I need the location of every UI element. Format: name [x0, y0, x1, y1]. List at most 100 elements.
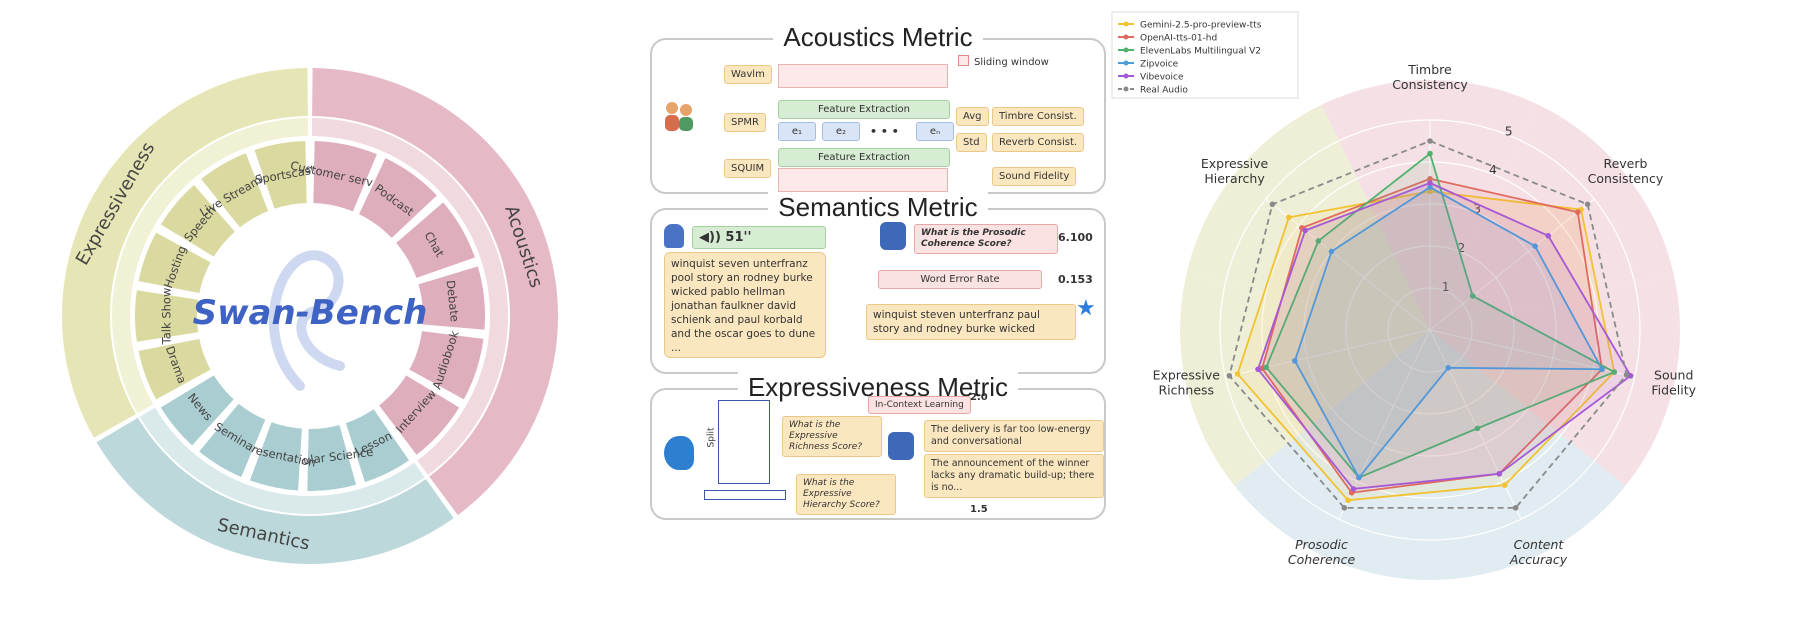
wheel-item-segment	[252, 139, 309, 212]
audio-duration: ◀)) 51''	[692, 226, 826, 249]
wheel-item-segment	[136, 336, 214, 403]
radar-sector-bg	[1430, 274, 1680, 486]
wheel-item-segment	[158, 182, 238, 260]
wheel-item-label: Debate	[444, 279, 462, 322]
wheel-inner-band	[139, 407, 425, 514]
output-timbre: Timbre Consist.	[992, 107, 1084, 126]
hierarchy-question: What is the Expressive Hierarchy Score?	[796, 474, 896, 515]
wheel-item-segment	[196, 400, 268, 480]
radar-series-polygon	[1261, 177, 1603, 494]
radar-series-point	[1545, 232, 1552, 239]
prosodic-question: What is the Prosodic Coherence Score?	[914, 224, 1058, 254]
robot-judge-icon	[880, 222, 906, 250]
acoustics-input-0: Wavlm	[724, 65, 772, 84]
radar-series-point	[1315, 238, 1322, 244]
radar-series-point	[1427, 188, 1433, 195]
expressiveness-metric-box: Expressiveness Metric Split In-Context L…	[650, 372, 1106, 520]
wer-label: Word Error Rate	[878, 270, 1042, 289]
legend-entry: Zipvoice	[1140, 60, 1179, 70]
op-std: Std	[956, 133, 987, 152]
output-sound-fidelity: Sound Fidelity	[992, 167, 1077, 186]
wheel-item-segment	[305, 422, 359, 493]
radar-series-point	[1292, 358, 1298, 364]
robot-judge-icon-2	[888, 432, 914, 460]
wheel-group-ring	[62, 68, 308, 438]
score-top: 2.0	[970, 392, 988, 403]
radar-tick-label: 5	[1505, 124, 1513, 138]
wheel-item-segment	[158, 372, 237, 449]
score-bottom: 1.5	[970, 504, 988, 515]
sliding-window-legend: Sliding window	[952, 52, 1055, 71]
waveform-bottom	[778, 168, 948, 192]
legend-frame	[1111, 11, 1299, 99]
wheel-item-segment	[356, 155, 440, 241]
legend-entry: Real Audio	[1140, 86, 1188, 96]
wheel-group-ring	[96, 417, 454, 564]
radar-series-polygon	[1236, 190, 1616, 502]
radar-series-point	[1445, 365, 1452, 371]
feature-extraction-2: Feature Extraction	[778, 148, 950, 167]
radar-series-point	[1328, 248, 1335, 255]
wheel-title: Swan-Bench	[193, 293, 428, 333]
feature-extraction-1: Feature Extraction	[778, 100, 950, 119]
wheel-item-segment	[247, 419, 305, 493]
radar-sector-bg	[1234, 330, 1430, 580]
waveform-top	[778, 64, 948, 88]
wheel-item-label: Talk Show	[160, 288, 174, 346]
wheel-item-segment	[311, 139, 380, 215]
acoustics-input-2: SQUIM	[724, 159, 772, 178]
radar-tick-label: 4	[1489, 163, 1497, 177]
radar-series-point	[1263, 364, 1270, 371]
legend-entry: ElevenLabs Multilingual V2	[1140, 47, 1261, 57]
acoustics-metric-title: Acoustics Metric	[652, 22, 1104, 53]
split-label: Split	[706, 427, 717, 448]
speaking-head-icon	[664, 436, 694, 470]
radar-sector-bg	[1430, 330, 1626, 580]
radar-spoke	[1429, 329, 1522, 520]
output-reverb: Reverb Consist.	[992, 133, 1085, 152]
wheel-item-segment	[406, 328, 486, 403]
radar-series-point	[1611, 369, 1618, 375]
wheel-group-ring	[312, 68, 559, 516]
radar-sector-bg	[1186, 104, 1430, 330]
legend-entry: Gemini-2.5-pro-preview-tts	[1140, 21, 1262, 31]
radar-legend: Gemini-2.5-pro-preview-ttsOpenAI-tts-01-…	[1111, 11, 1299, 99]
swan-logo-icon	[268, 250, 345, 391]
wheel-item-segment	[393, 199, 478, 281]
transcript-box: winquist seven unterfranz pool story an …	[664, 252, 826, 358]
embedding-1: e₂	[822, 122, 860, 141]
radar-series-point	[1302, 227, 1309, 234]
radar-series-point	[1350, 486, 1357, 492]
acoustics-metric-box: Acoustics Metric Sliding window Wavlm SP…	[650, 22, 1106, 194]
radar-series-polygon	[1228, 140, 1628, 509]
radar-series-polygon	[1265, 152, 1617, 479]
feedback-1: The delivery is far too low-energy and c…	[924, 420, 1104, 452]
radar-series-polygon	[1257, 182, 1632, 490]
transcript-text: winquist seven unterfranz pool story an …	[671, 258, 816, 354]
hierarchy-timeline	[704, 490, 786, 500]
radar-series-point	[1474, 425, 1481, 432]
radar-series-point	[1345, 497, 1351, 504]
radar-series-point	[1574, 209, 1581, 215]
radar-sector-bg	[1430, 104, 1674, 330]
wheel-item-segment	[136, 229, 214, 296]
wheel-item-segment	[415, 263, 487, 332]
legend-swatch	[958, 55, 969, 66]
radar-series-point	[1512, 505, 1519, 511]
in-context-learning: In-Context Learning	[868, 396, 971, 414]
legend-marker	[1123, 73, 1129, 79]
radar-series-point	[1469, 293, 1476, 299]
legend-marker	[1123, 34, 1129, 40]
legend-marker	[1123, 47, 1129, 53]
embedding-0: e₁	[778, 122, 816, 141]
radar-series-point	[1584, 201, 1591, 208]
